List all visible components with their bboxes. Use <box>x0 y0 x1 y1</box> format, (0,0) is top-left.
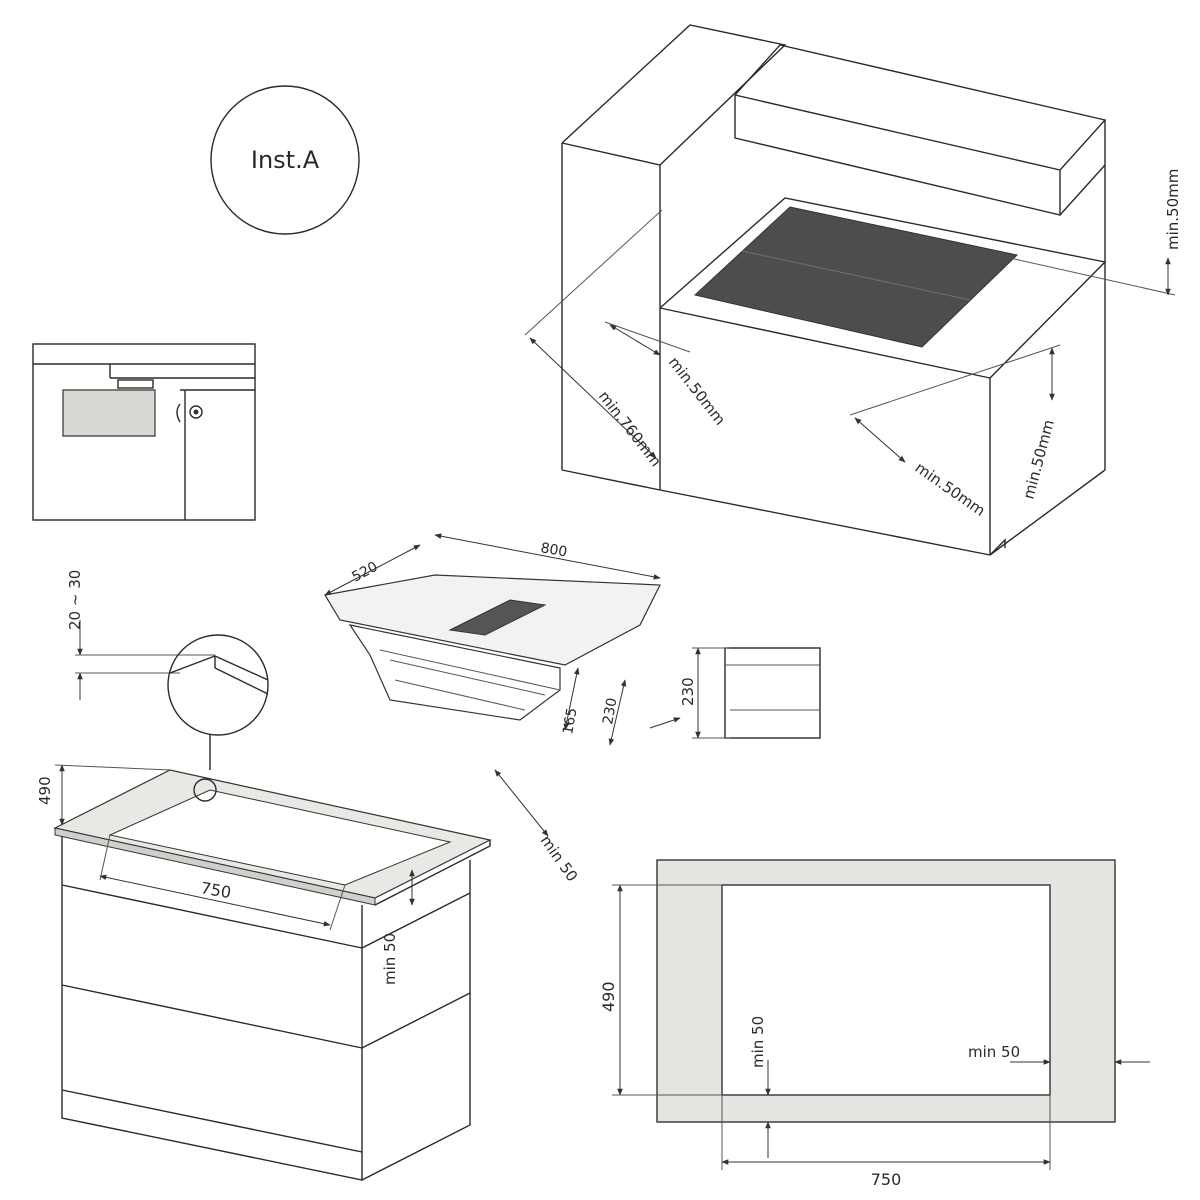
side-height-label: 230 <box>679 677 697 706</box>
cutout-plan: 490 750 min 50 min 50 <box>599 859 1150 1189</box>
mounting-detail <box>32 343 256 521</box>
counter-iso: 490 750 min 50 min 50 <box>36 764 582 1181</box>
flush-detail: 20 ~ 30 <box>66 570 269 770</box>
dim-back-clearance-label: min.50mm <box>1164 169 1182 250</box>
iso-kitchen-unit: min.760mm min.50mm min.50mm min.50mm min… <box>524 24 1182 556</box>
side-elevation: 230 <box>679 647 821 739</box>
counter-front-min-label: min 50 <box>381 933 399 985</box>
counter-depth-label: 490 <box>36 776 54 805</box>
badge-label: Inst.A <box>251 146 320 174</box>
cutout-min-right-label: min 50 <box>968 1043 1020 1061</box>
product-view: 520 800 165 230 <box>324 533 681 746</box>
counter-side-min-label: min 50 <box>537 832 582 885</box>
flush-range-label: 20 ~ 30 <box>66 570 84 630</box>
cutout-min-bottom-label: min 50 <box>749 1016 767 1068</box>
dim-depth-label: min.760mm <box>595 387 665 470</box>
dim-front-clearance-label: min.50mm <box>665 353 729 428</box>
product-depth-label: 520 <box>349 559 380 586</box>
dim-side-clearance-label: min.50mm <box>912 459 989 520</box>
installation-badge: Inst.A <box>210 85 360 235</box>
dim-right-wall-label: min.50mm <box>1019 418 1057 501</box>
product-width-label: 800 <box>539 540 568 560</box>
cutout-width-label: 750 <box>871 1170 902 1189</box>
product-height-a-label: 165 <box>560 707 580 736</box>
product-height-b-label: 230 <box>600 697 620 726</box>
cutout-height-label: 490 <box>599 981 618 1012</box>
